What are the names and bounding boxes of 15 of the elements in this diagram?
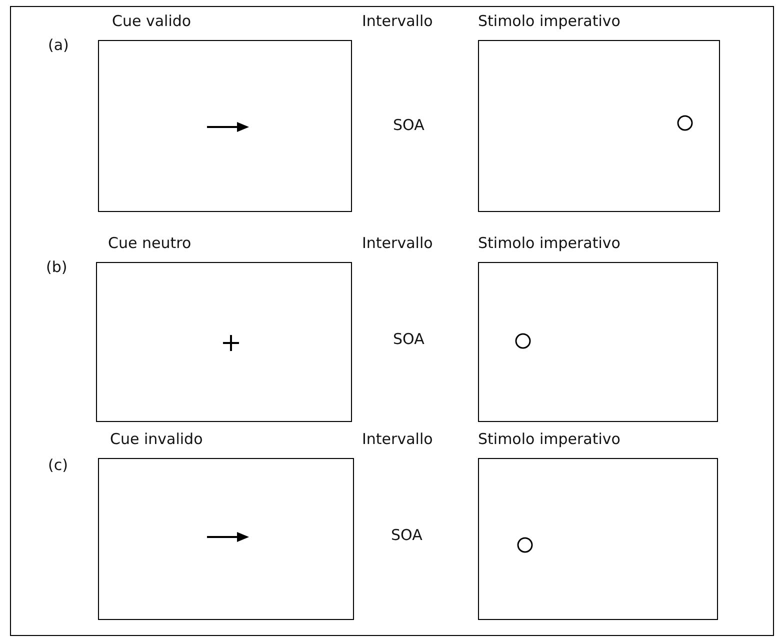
panel-heading: Cue neutro (108, 234, 192, 252)
column-heading: Intervallo (362, 430, 433, 448)
panel-heading: Stimolo imperativo (478, 234, 620, 252)
panel-heading: Stimolo imperativo (478, 430, 620, 448)
panel-heading: Cue invalido (110, 430, 203, 448)
panel-heading: Cue valido (112, 12, 192, 30)
panel-letter: (a) (48, 36, 69, 54)
column-heading: Intervallo (362, 234, 433, 252)
panel-letter: (c) (48, 456, 68, 474)
interval-label: SOA (391, 526, 422, 544)
column-heading: Intervallo (362, 12, 433, 30)
panel-heading: Stimolo imperativo (478, 12, 620, 30)
interval-label: SOA (393, 116, 424, 134)
panel-letter: (b) (46, 258, 68, 276)
interval-label: SOA (393, 330, 424, 348)
